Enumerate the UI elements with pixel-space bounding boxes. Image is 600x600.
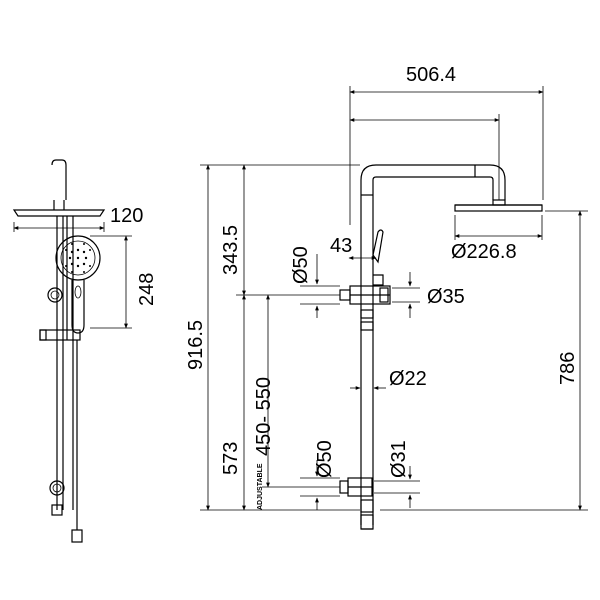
side-shower-head: [12, 159, 106, 217]
side-bottom-elbow: [49, 480, 65, 496]
shower-head-front: [454, 204, 543, 212]
hand-shower-handle: [71, 280, 85, 334]
dim-wall-bracket-diameter-upper: Ø50: [290, 246, 312, 284]
dim-handpiece-length: 248: [136, 273, 158, 306]
dim-bottom-height: 573: [220, 442, 242, 475]
dim-arm-length: 506.4: [406, 64, 456, 86]
front-view: 506.4 Ø226.8 43 Ø50 Ø35 Ø22 Ø50: [185, 64, 588, 530]
hand-shower-front: [372, 229, 384, 264]
dim-adjustable-range: 450- 550: [253, 377, 275, 456]
dim-head-width-side: 120: [110, 205, 143, 227]
dim-outlet-height: 786: [557, 352, 579, 385]
dim-rail-diameter: Ø22: [389, 368, 427, 390]
hand-shower-nozzles: [65, 243, 91, 273]
dim-head-drop: 43: [330, 235, 352, 257]
dim-diverter-diameter: Ø35: [427, 286, 465, 308]
dim-head-diameter: Ø226.8: [451, 241, 517, 263]
dim-total-height: 916.5: [185, 320, 207, 370]
label-adjustable: ADJUSTABLE: [257, 463, 264, 510]
side-view: 120 248: [12, 159, 158, 543]
dim-wall-bracket-diameter-lower: Ø50: [314, 440, 336, 478]
dim-inlet-diameter: Ø31: [388, 440, 410, 478]
hand-shower-face: [55, 235, 101, 281]
side-diverter-knob: [47, 287, 63, 303]
dim-rail-top-height: 343.5: [220, 225, 242, 275]
shower-arm: [360, 164, 506, 200]
